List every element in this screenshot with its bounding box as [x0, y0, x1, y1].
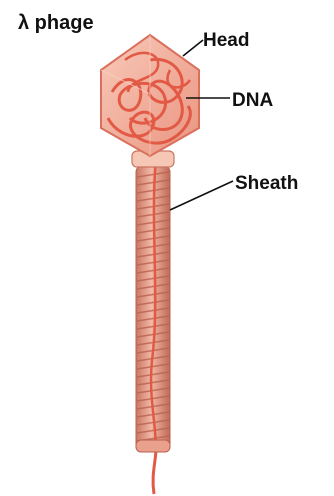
sheath-leader-line — [170, 181, 233, 210]
dna-label: DNA — [232, 90, 273, 111]
tail-fiber — [153, 448, 156, 494]
diagram-title: λ phage — [18, 12, 94, 34]
head — [101, 35, 199, 156]
sheath-bottom-cap — [136, 440, 170, 452]
sheath — [136, 160, 170, 452]
head-label: Head — [203, 30, 249, 51]
head-leader-line — [183, 40, 203, 56]
sheath-label: Sheath — [235, 173, 298, 194]
